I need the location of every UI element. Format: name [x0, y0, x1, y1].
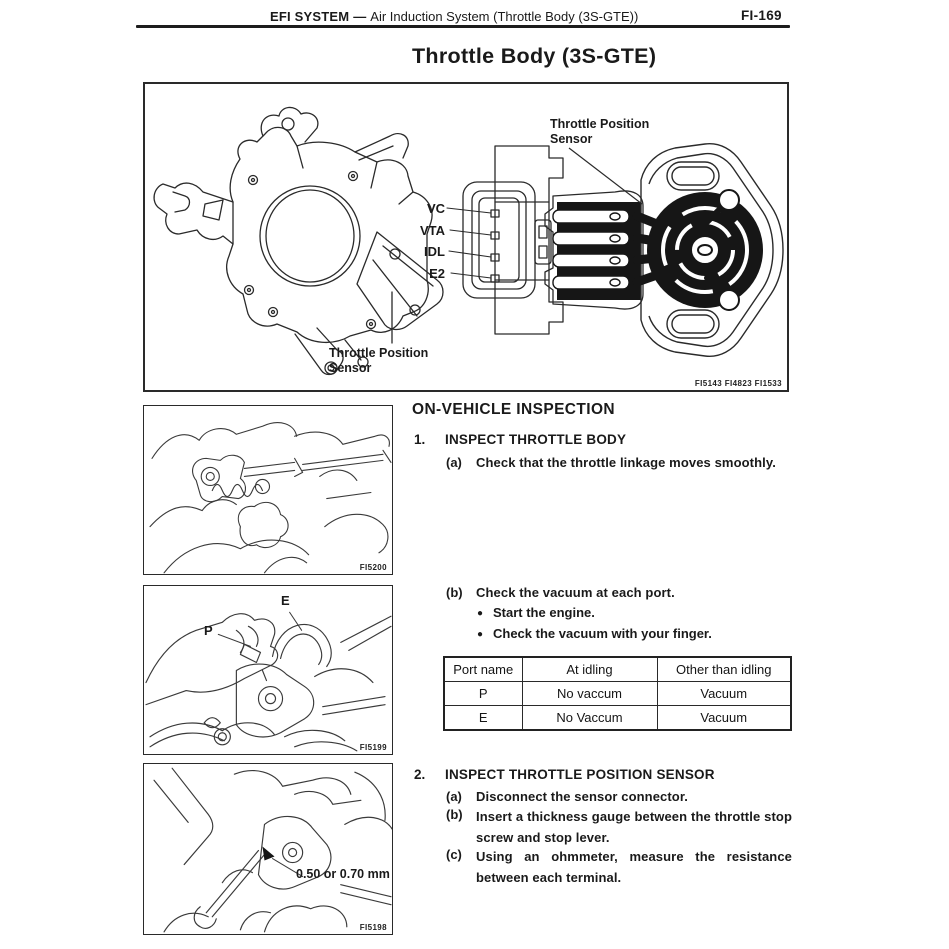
header-subtitle: Air Induction System (Throttle Body (3S-… [370, 9, 639, 24]
step-2-title: INSPECT THROTTLE POSITION SENSOR [445, 767, 715, 782]
page-number: FI-169 [741, 8, 782, 23]
step-1a-label: (a) [446, 455, 462, 470]
step-2c-text: Using an ohmmeter, measure the resistanc… [476, 849, 792, 885]
figure-throttle-linkage: FI5200 [143, 405, 393, 575]
step-2-number: 2. [414, 767, 426, 782]
pin-label-e2: E2 [429, 266, 445, 281]
page-title: Throttle Body (3S-GTE) [412, 44, 657, 68]
figure-code-main: FI5143 FI4823 FI1533 [694, 379, 782, 388]
tps-label-bottom: Throttle Position Sensor [329, 346, 429, 375]
step-1a-text: Check that the throttle linkage moves sm… [476, 455, 776, 470]
vacuum-check-art [145, 611, 392, 752]
vacuum-table: Port name At idling Other than idling P … [443, 656, 792, 731]
col-header-other-than-idling: Other than idling [656, 656, 792, 682]
header-section: EFI SYSTEM [270, 9, 350, 24]
bullet-text-2: Check the vacuum with your finger. [493, 626, 712, 641]
step-1b-label: (b) [446, 585, 463, 600]
figure-code-2: FI5199 [359, 743, 387, 752]
tps-label-top: Throttle Position Sensor [550, 117, 650, 146]
step-2a-label: (a) [446, 789, 462, 804]
figure-thickness-gauge: 0.50 or 0.70 mm FI5198 [143, 763, 393, 935]
measurement-label: 0.50 or 0.70 mm [296, 867, 390, 881]
pin-label-idl: IDL [424, 244, 445, 259]
table-row: E No Vaccum Vacuum [443, 705, 792, 731]
step-1-number: 1. [414, 432, 426, 447]
throttle-linkage-art [149, 422, 392, 574]
main-figure: Throttle Position Sensor Throttle Positi… [143, 82, 789, 392]
port-label-e: E [281, 593, 290, 608]
header-separator: — [353, 9, 367, 24]
throttle-body-diagram-art [153, 106, 784, 376]
cell-port-e: E [443, 705, 523, 731]
cell-port-p: P [443, 681, 523, 706]
bullet-icon: ● [477, 608, 484, 619]
cell-p-other: Vacuum [656, 681, 792, 706]
step-1b-text: Check the vacuum at each port. [476, 585, 675, 600]
header-rule [136, 25, 790, 28]
figure-code-1: FI5200 [359, 563, 387, 572]
thickness-gauge-art [153, 767, 392, 933]
bullet-text-1: Start the engine. [493, 605, 595, 620]
step-1-title: INSPECT THROTTLE BODY [445, 432, 627, 447]
col-header-port-name: Port name [443, 656, 523, 682]
cell-p-idling: No vaccum [521, 681, 658, 706]
table-header-row: Port name At idling Other than idling [443, 656, 792, 682]
header-breadcrumb: EFI SYSTEM—Air Induction System (Throttl… [270, 9, 638, 24]
cell-e-other: Vacuum [656, 705, 792, 731]
port-label-p: P [204, 623, 213, 638]
step-2b-text: Insert a thickness gauge between the thr… [476, 809, 792, 845]
figure-code-3: FI5198 [359, 923, 387, 932]
figure-vacuum-check: E P FI5199 [143, 585, 393, 755]
step-2c-label: (c) [446, 847, 462, 862]
bullet-icon: ● [477, 629, 484, 640]
pin-label-vc: VC [426, 201, 445, 216]
inspection-heading: ON-VEHICLE INSPECTION [412, 401, 616, 418]
step-2b-label: (b) [446, 807, 463, 822]
cell-e-idling: No Vaccum [521, 705, 658, 731]
pin-label-vta: VTA [419, 223, 445, 238]
col-header-at-idling: At idling [521, 656, 658, 682]
step-2a-text: Disconnect the sensor connector. [476, 789, 688, 804]
table-row: P No vaccum Vacuum [443, 681, 792, 706]
